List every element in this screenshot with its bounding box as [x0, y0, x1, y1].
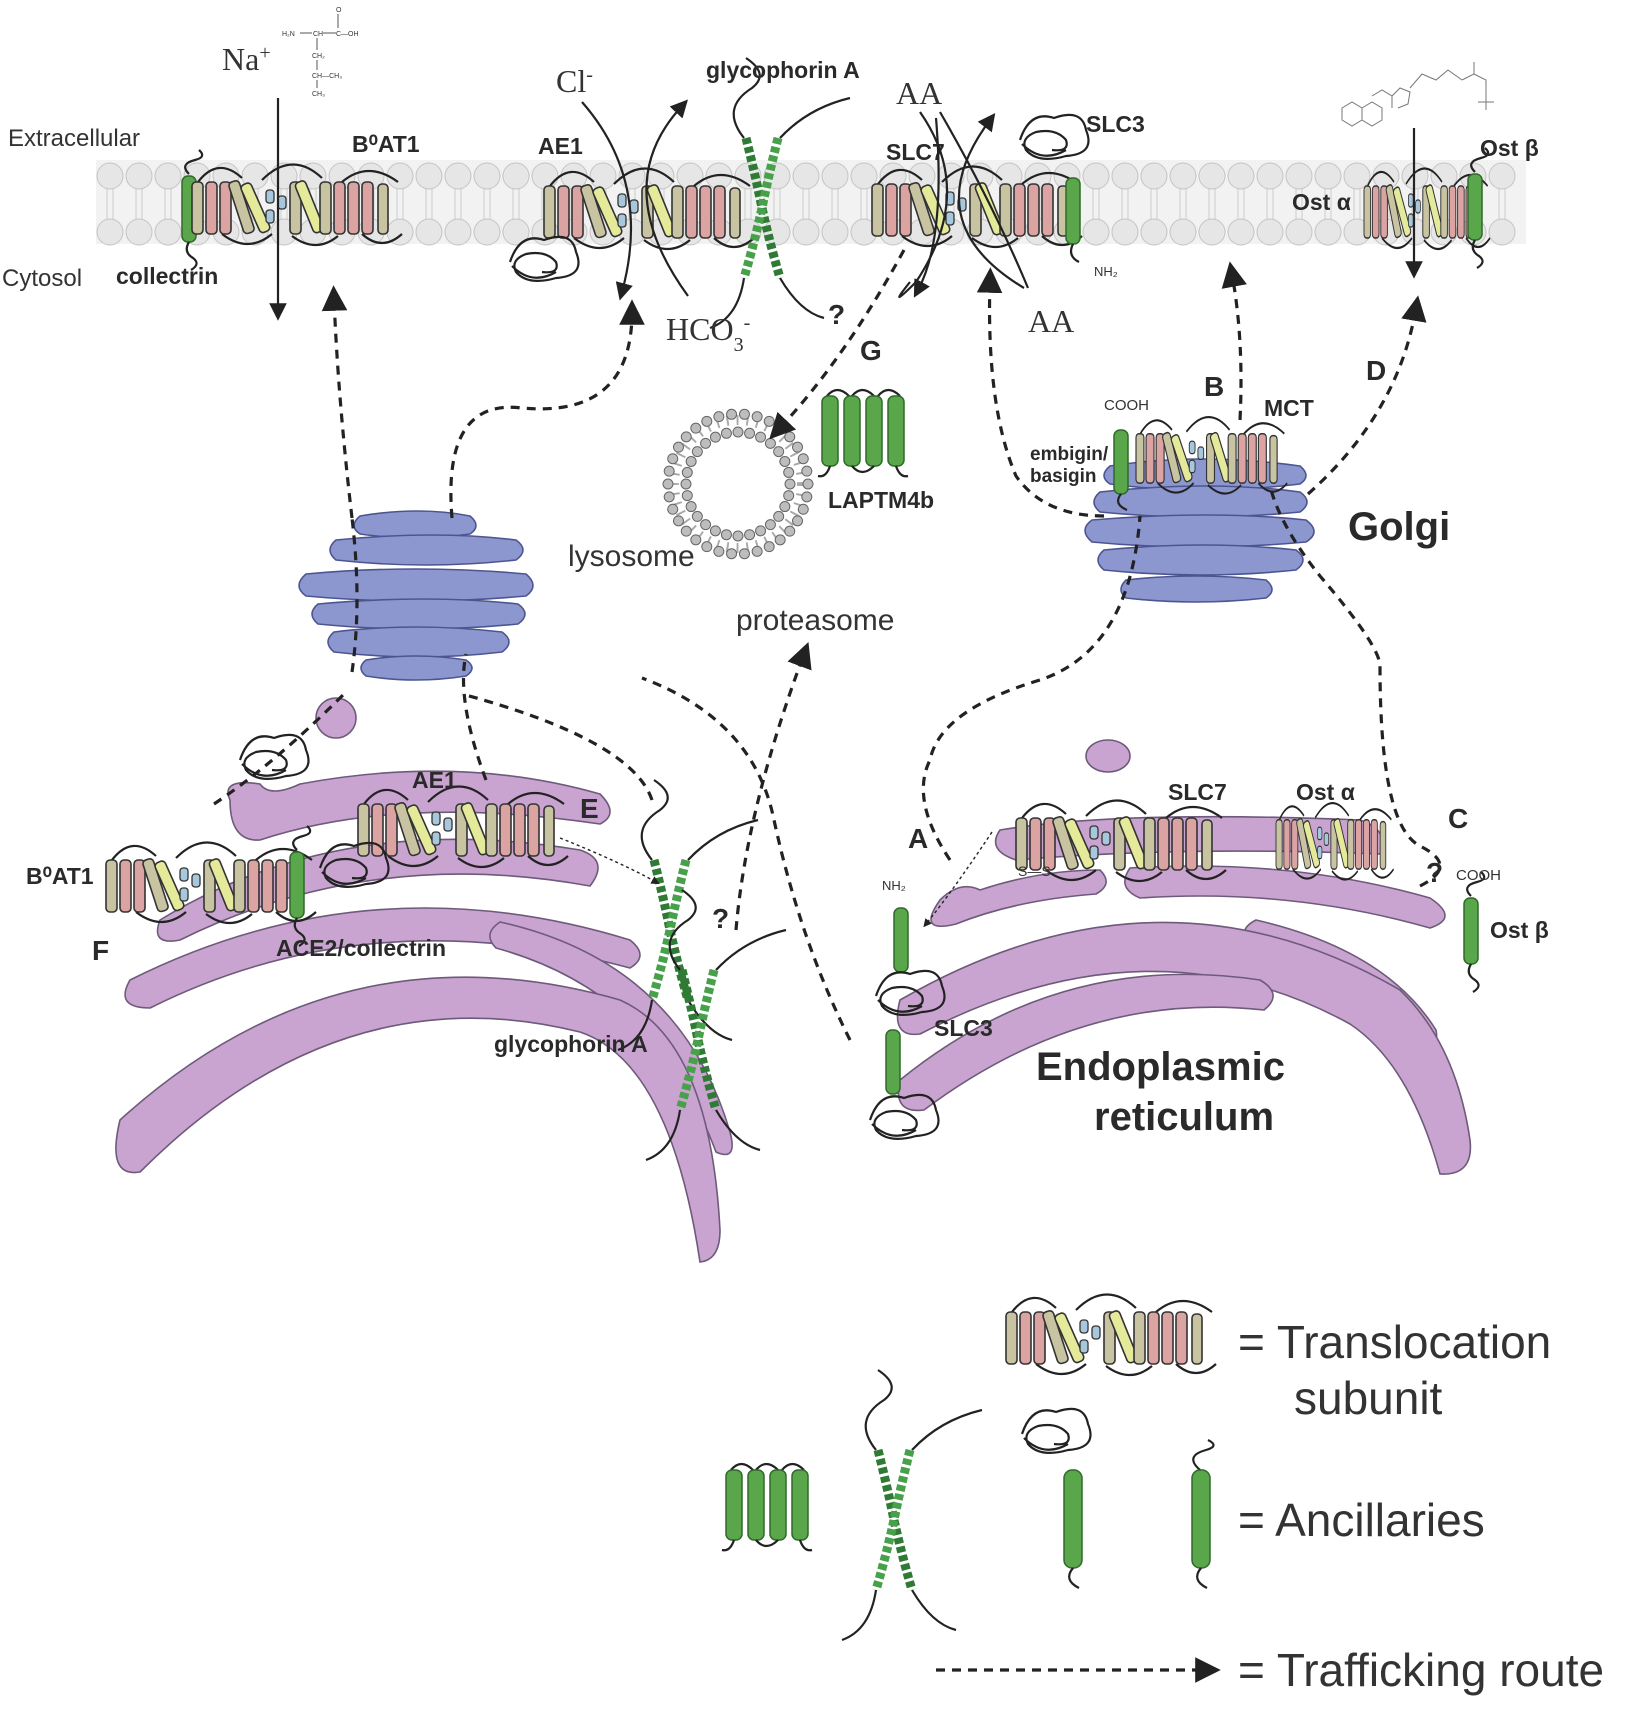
legend-anc4-symbol — [720, 1462, 814, 1552]
ae1-top-label: AE1 — [538, 133, 583, 159]
ost-alpha-top-label: Ost α — [1292, 189, 1351, 215]
legend-translocation-line2: subunit — [1294, 1372, 1443, 1424]
ost-membrane-complex: Ost β Ost α — [1292, 128, 1539, 279]
na-transport: Na+ — [222, 41, 287, 321]
legend-translocation-line1: = Translocation — [1238, 1316, 1551, 1368]
b0at1-top-label: B⁰AT1 — [352, 131, 420, 157]
slc7-er-label: SLC7 — [1168, 779, 1227, 805]
legend-ancillaries: = Ancillaries — [1238, 1494, 1485, 1546]
slc3-top-label: SLC3 — [1086, 111, 1145, 137]
route-d: D — [1366, 355, 1386, 386]
mct-embigin-golgi-complex: COOH MCT embigin/ basigin — [1030, 395, 1314, 512]
route-b: B — [1204, 371, 1224, 402]
cytosol-label: Cytosol — [2, 265, 82, 292]
slc7-top-label: SLC7 — [886, 139, 945, 165]
cl-label: Cl- — [556, 63, 593, 99]
slc3-er-complex: NH₂ SLC3 — [868, 878, 993, 1141]
slc7-slc3-membrane-complex: SLC7 SLC3 NH₂ — [870, 111, 1145, 279]
ost-alpha-er-label: Ost α — [1296, 779, 1355, 805]
er-left — [115, 733, 733, 1263]
b0at1-collectrin-membrane-complex: B⁰AT1 collectrin — [116, 131, 420, 289]
er-label-line1: Endoplasmic — [1036, 1045, 1285, 1089]
slc7-er-complex: S—S SLC7 — [1014, 779, 1228, 883]
trafficking-routes — [213, 249, 1442, 1041]
b0at1-ace2-er-complex: B⁰AT1 ACE2/collectrin — [26, 824, 446, 961]
route-a: A — [908, 823, 928, 854]
route-g: G — [860, 335, 882, 366]
question-c: ? — [1426, 857, 1443, 888]
ae1-glycophorin-membrane-complex: AE1 glycophorin A — [508, 57, 860, 328]
legend-glycophorin-symbol — [842, 1370, 982, 1640]
ost-beta-er-label: Ost β — [1490, 917, 1549, 943]
legend-single-pass-symbol — [1191, 1439, 1215, 1589]
mct-label: MCT — [1264, 395, 1314, 421]
lysosome-label: lysosome — [568, 540, 695, 573]
ss-label: S—S — [1018, 863, 1051, 879]
slc3-er-label: SLC3 — [934, 1015, 993, 1041]
question-g: ? — [828, 299, 845, 330]
hco3-label: HCO3- — [666, 311, 750, 356]
svg-text:CH₂: CH₂ — [312, 53, 325, 60]
nh2-er-label: NH₂ — [882, 878, 906, 893]
cooh-golgi-label: COOH — [1104, 397, 1149, 414]
svg-text:H₂N: H₂N — [282, 31, 295, 38]
nh2-top-label: NH₂ — [1094, 264, 1118, 279]
legend-trafficking: = Trafficking route — [1238, 1644, 1604, 1696]
aa-top-label: AA — [896, 75, 942, 111]
ae1-er-complex: AE1 — [318, 767, 570, 889]
laptm4b-label: LAPTM4b — [828, 487, 934, 513]
glycophorin-top-label: glycophorin A — [706, 57, 860, 83]
legend: = Translocation subunit = Ancillaries = … — [720, 1293, 1604, 1696]
route-f: F — [92, 935, 109, 966]
cooh-er-label: COOH — [1456, 867, 1501, 884]
golgi-left — [298, 510, 534, 681]
route-e: E — [580, 793, 599, 824]
vesicle-right — [1085, 739, 1131, 773]
ost-alpha-er-complex: Ost α — [1274, 779, 1395, 881]
svg-text:CH—CH₃: CH—CH₃ — [312, 73, 342, 80]
legend-translocation-symbol — [1004, 1293, 1218, 1377]
aa-exchange: AA AA — [896, 75, 1074, 339]
ost-beta-er-complex: COOH Ost β — [1456, 867, 1549, 994]
b0at1-er-label: B⁰AT1 — [26, 863, 94, 889]
collectrin-label: collectrin — [116, 263, 218, 289]
extracellular-label: Extracellular — [8, 125, 140, 152]
question-e: ? — [712, 903, 729, 934]
plasma-membrane — [96, 160, 1526, 246]
glycophorin-er-complex: glycophorin A — [494, 780, 786, 1160]
proteasome-label: proteasome — [736, 604, 894, 637]
svg-text:CH₃: CH₃ — [312, 91, 325, 98]
glycophorin-er-label: glycophorin A — [494, 1031, 648, 1057]
embigin-label: embigin/ — [1030, 444, 1109, 465]
ae1-er-label: AE1 — [412, 767, 457, 793]
aa-bottom-label: AA — [1028, 303, 1074, 339]
ost-beta-top-label: Ost β — [1480, 135, 1539, 161]
laptm4b: LAPTM4b — [816, 388, 934, 513]
vesicle-left — [315, 697, 357, 739]
svg-text:C—OH: C—OH — [336, 31, 359, 38]
svg-text:O: O — [336, 7, 342, 14]
ace2-collectrin-label: ACE2/collectrin — [276, 935, 446, 961]
legend-slc3-symbol — [1020, 1407, 1092, 1589]
svg-text:CH: CH — [313, 31, 323, 38]
route-c: C — [1448, 803, 1468, 834]
lysosome: lysosome — [568, 408, 814, 573]
bile-acid-structure — [1341, 62, 1494, 127]
cl-hco3-exchange: Cl- HCO3- — [556, 63, 750, 356]
golgi-label: Golgi — [1348, 505, 1450, 549]
amino-acid-structure: H₂N CH O C—OH CH₂ CH—CH₃ CH₃ — [282, 7, 359, 98]
er-label-line2: reticulum — [1094, 1095, 1274, 1139]
basigin-label: basigin — [1030, 466, 1097, 487]
na-label: Na+ — [222, 41, 271, 77]
